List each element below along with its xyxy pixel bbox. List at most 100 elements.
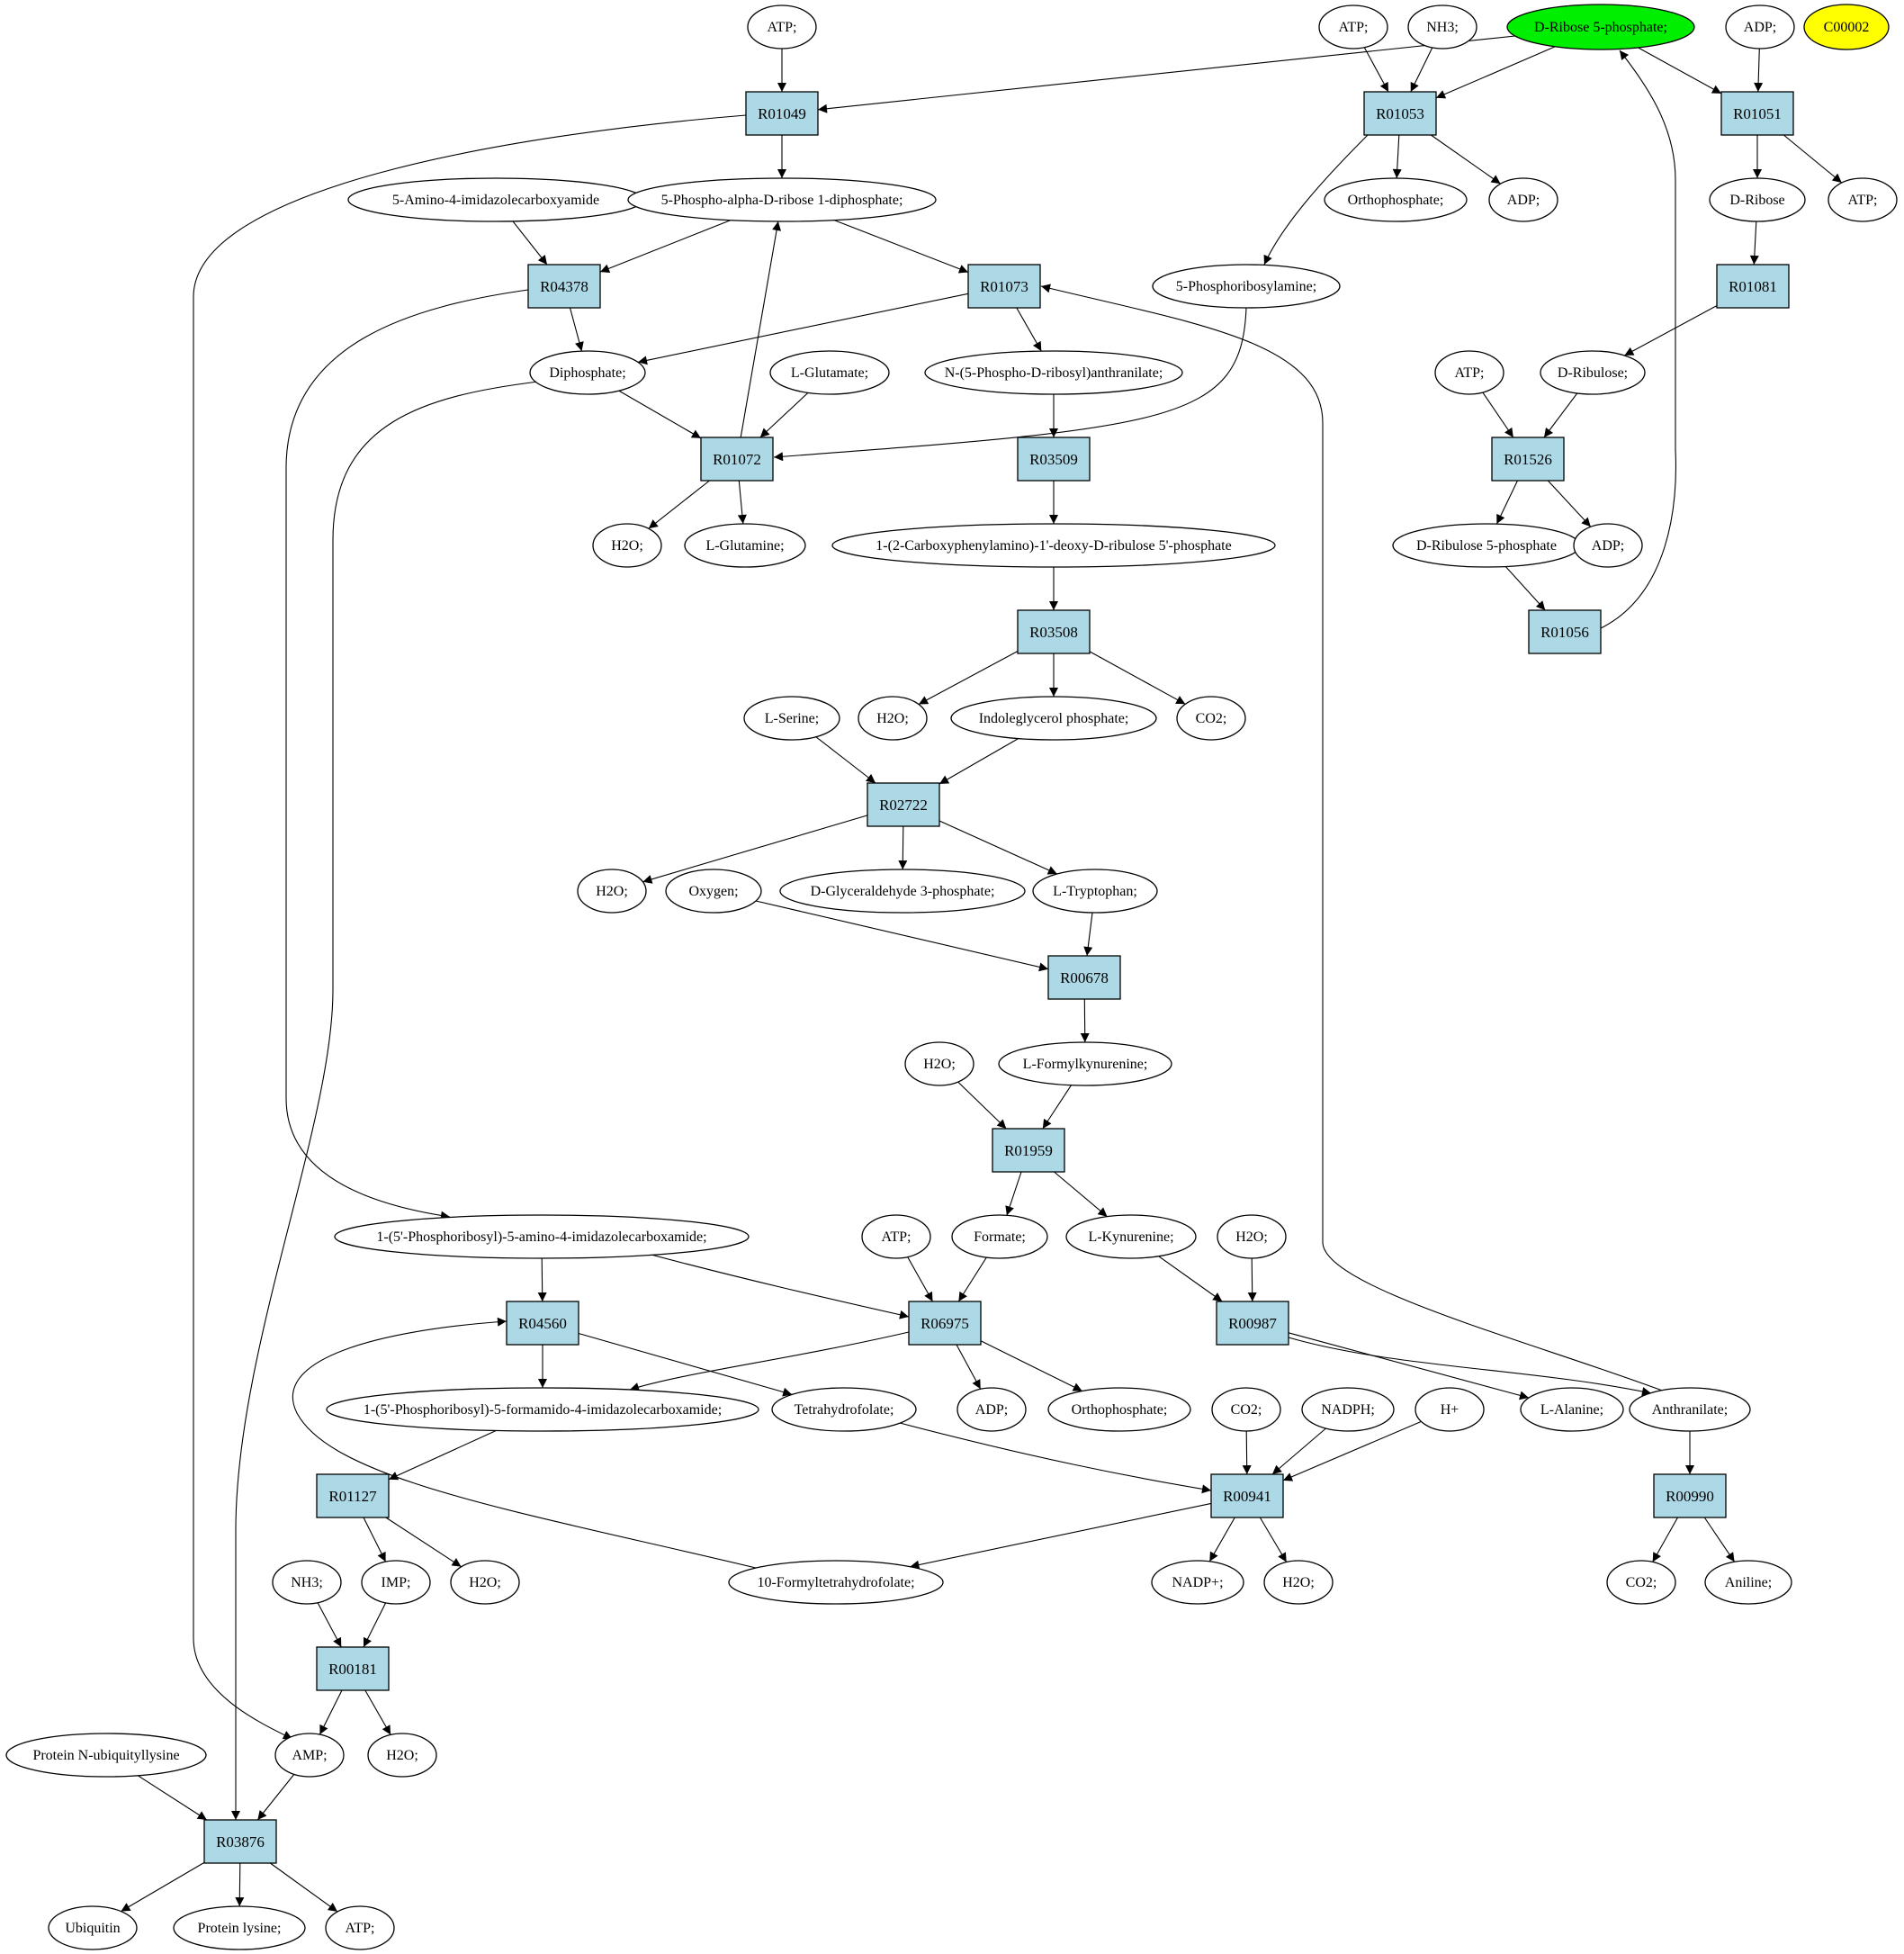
compound-node-co2_1[interactable]: CO2; bbox=[1176, 696, 1246, 741]
reaction-node-R01081[interactable]: R01081 bbox=[1716, 264, 1790, 309]
compound-node-atp_4[interactable]: ATP; bbox=[1434, 350, 1504, 395]
reaction-label: R03509 bbox=[1029, 451, 1078, 468]
reaction-node-R01049[interactable]: R01049 bbox=[745, 91, 819, 136]
reaction-node-R02722[interactable]: R02722 bbox=[867, 782, 940, 827]
compound-node-cdrp[interactable]: 1-(2-Carboxyphenylamino)-1'-deoxy-D-ribu… bbox=[831, 523, 1276, 568]
compound-label: Orthophosphate; bbox=[1348, 193, 1444, 208]
compound-node-aniline[interactable]: Aniline; bbox=[1704, 1560, 1792, 1605]
compound-node-h2o_7[interactable]: H2O; bbox=[1263, 1560, 1334, 1605]
compound-node-lalanine[interactable]: L-Alanine; bbox=[1520, 1387, 1624, 1432]
reaction-node-R00990[interactable]: R00990 bbox=[1653, 1473, 1727, 1518]
reaction-box bbox=[1216, 1301, 1289, 1346]
compound-node-imp[interactable]: IMP; bbox=[361, 1560, 431, 1605]
compound-label: 1-(2-Carboxyphenylamino)-1'-deoxy-D-ribu… bbox=[876, 538, 1231, 554]
compound-node-dribulose[interactable]: D-Ribulose; bbox=[1540, 350, 1646, 395]
compound-node-h2o_3[interactable]: H2O; bbox=[577, 869, 647, 914]
compound-node-formate[interactable]: Formate; bbox=[951, 1214, 1048, 1259]
reaction-node-R01051[interactable]: R01051 bbox=[1720, 91, 1794, 136]
compound-node-lkynurenine[interactable]: L-Kynurenine; bbox=[1065, 1214, 1197, 1259]
compound-node-r5p[interactable]: D-Ribose 5-phosphate; bbox=[1506, 4, 1695, 50]
reaction-label: R01049 bbox=[758, 105, 806, 122]
compound-node-atp_1[interactable]: ATP; bbox=[747, 5, 817, 50]
compound-node-co2_3[interactable]: CO2; bbox=[1606, 1560, 1676, 1605]
compound-node-nh3_1[interactable]: NH3; bbox=[1407, 5, 1477, 50]
compound-label: 1-(5'-Phosphoribosyl)-5-amino-4-imidazol… bbox=[376, 1229, 706, 1245]
compound-node-nadp[interactable]: NADP+; bbox=[1151, 1560, 1244, 1605]
compound-node-hplus[interactable]: H+ bbox=[1415, 1387, 1485, 1432]
reaction-label: R01073 bbox=[980, 278, 1028, 295]
compound-node-g3p[interactable]: D-Glyceraldehyde 3-phosphate; bbox=[779, 869, 1026, 914]
compound-node-lglutamine[interactable]: L-Glutamine; bbox=[684, 523, 806, 568]
compound-node-lformylkyn[interactable]: L-Formylkynurenine; bbox=[998, 1041, 1172, 1086]
reaction-node-R01073[interactable]: R01073 bbox=[967, 264, 1041, 309]
compound-node-ltryptophan[interactable]: L-Tryptophan; bbox=[1032, 869, 1158, 914]
compound-node-h2o_1[interactable]: H2O; bbox=[592, 523, 662, 568]
compound-node-h2o_4[interactable]: H2O; bbox=[904, 1041, 974, 1086]
reaction-node-R01053[interactable]: R01053 bbox=[1363, 91, 1437, 136]
reaction-node-R01127[interactable]: R01127 bbox=[316, 1473, 390, 1518]
compound-node-amp[interactable]: AMP; bbox=[274, 1733, 345, 1778]
compound-node-aica[interactable]: 5-Amino-4-imidazolecarboxyamide bbox=[347, 177, 644, 222]
compound-node-co2_2[interactable]: CO2; bbox=[1211, 1387, 1281, 1432]
reaction-node-R01056[interactable]: R01056 bbox=[1528, 609, 1602, 654]
reaction-box bbox=[867, 782, 940, 827]
compound-node-oxygen[interactable]: Oxygen; bbox=[665, 869, 762, 914]
compound-node-h2o_5[interactable]: H2O; bbox=[1217, 1214, 1287, 1259]
compound-label: ATP; bbox=[1455, 365, 1485, 381]
compound-node-protubq[interactable]: Protein N-ubiquityllysine bbox=[5, 1733, 207, 1778]
compound-node-thf[interactable]: Tetrahydrofolate; bbox=[771, 1387, 917, 1432]
compound-node-c00002[interactable]: C00002 bbox=[1803, 4, 1890, 50]
compound-node-formylthf[interactable]: 10-Formyltetrahydrofolate; bbox=[728, 1560, 944, 1605]
compound-node-diphosphate[interactable]: Diphosphate; bbox=[529, 350, 646, 395]
reaction-node-R04378[interactable]: R04378 bbox=[527, 264, 601, 309]
compound-node-h2o_6[interactable]: H2O; bbox=[450, 1560, 520, 1605]
compound-node-igp[interactable]: Indoleglycerol phosphate; bbox=[950, 696, 1157, 741]
reaction-node-R03508[interactable]: R03508 bbox=[1017, 609, 1091, 654]
compound-node-lserine[interactable]: L-Serine; bbox=[743, 696, 840, 741]
compound-node-nh3_2[interactable]: NH3; bbox=[272, 1560, 342, 1605]
compound-node-ubiquitin[interactable]: Ubiquitin bbox=[48, 1905, 138, 1950]
reaction-node-R03876[interactable]: R03876 bbox=[203, 1819, 277, 1864]
compound-label: NADP+; bbox=[1172, 1575, 1223, 1590]
reaction-box bbox=[1716, 264, 1790, 309]
compound-node-adp_2[interactable]: ADP; bbox=[1488, 177, 1558, 222]
reaction-label: R01526 bbox=[1504, 451, 1552, 468]
compound-node-atp_3[interactable]: ATP; bbox=[1828, 177, 1898, 222]
edge-formate-to-R06975 bbox=[957, 1256, 987, 1302]
reaction-node-R01526[interactable]: R01526 bbox=[1491, 437, 1565, 482]
compound-node-h2o_8[interactable]: H2O; bbox=[367, 1733, 437, 1778]
compound-node-h2o_2[interactable]: H2O; bbox=[858, 696, 928, 741]
reaction-node-R00181[interactable]: R00181 bbox=[316, 1646, 390, 1691]
compound-ellipse bbox=[325, 1905, 395, 1950]
compound-node-atp_6[interactable]: ATP; bbox=[325, 1905, 395, 1950]
reaction-node-R00941[interactable]: R00941 bbox=[1210, 1473, 1284, 1518]
compound-node-dribose[interactable]: D-Ribose bbox=[1709, 177, 1806, 222]
compound-node-nadph[interactable]: NADPH; bbox=[1301, 1387, 1395, 1432]
reaction-node-R01072[interactable]: R01072 bbox=[700, 437, 774, 482]
reaction-node-R03509[interactable]: R03509 bbox=[1017, 437, 1091, 482]
compound-node-adp_3[interactable]: ADP; bbox=[1573, 523, 1643, 568]
compound-label: Tetrahydrofolate; bbox=[795, 1402, 894, 1418]
compound-ellipse bbox=[577, 869, 647, 914]
reaction-node-R00678[interactable]: R00678 bbox=[1047, 955, 1121, 1000]
compound-node-orthophos_2[interactable]: Orthophosphate; bbox=[1047, 1387, 1191, 1432]
compound-node-npra[interactable]: N-(5-Phospho-D-ribosyl)anthranilate; bbox=[924, 350, 1183, 395]
reaction-node-R01959[interactable]: R01959 bbox=[992, 1128, 1065, 1173]
compound-node-lglutamate[interactable]: L-Glutamate; bbox=[769, 350, 890, 395]
compound-node-orthophos_1[interactable]: Orthophosphate; bbox=[1324, 177, 1468, 222]
compound-node-phosphoribosylamine[interactable]: 5-Phosphoribosylamine; bbox=[1152, 264, 1341, 309]
compound-node-atp_2[interactable]: ATP; bbox=[1318, 5, 1388, 50]
compound-node-air_carbox[interactable]: 1-(5'-Phosphoribosyl)-5-amino-4-imidazol… bbox=[334, 1214, 750, 1259]
compound-node-prpp[interactable]: 5-Phospho-alpha-D-ribose 1-diphosphate; bbox=[627, 177, 937, 222]
compound-ellipse bbox=[367, 1733, 437, 1778]
compound-node-faicar[interactable]: 1-(5'-Phosphoribosyl)-5-formamido-4-imid… bbox=[326, 1387, 759, 1432]
compound-node-adp_1[interactable]: ADP; bbox=[1725, 5, 1795, 50]
reaction-node-R04560[interactable]: R04560 bbox=[506, 1301, 579, 1346]
compound-node-proteinlys[interactable]: Protein lysine; bbox=[173, 1905, 306, 1950]
compound-node-atp_5[interactable]: ATP; bbox=[861, 1214, 931, 1259]
compound-node-adp_4[interactable]: ADP; bbox=[956, 1387, 1027, 1432]
compound-node-anthranilate[interactable]: Anthranilate; bbox=[1629, 1387, 1751, 1432]
reaction-node-R06975[interactable]: R06975 bbox=[908, 1301, 982, 1346]
reaction-node-R00987[interactable]: R00987 bbox=[1216, 1301, 1289, 1346]
compound-node-ru5p[interactable]: D-Ribulose 5-phosphate bbox=[1392, 523, 1581, 568]
